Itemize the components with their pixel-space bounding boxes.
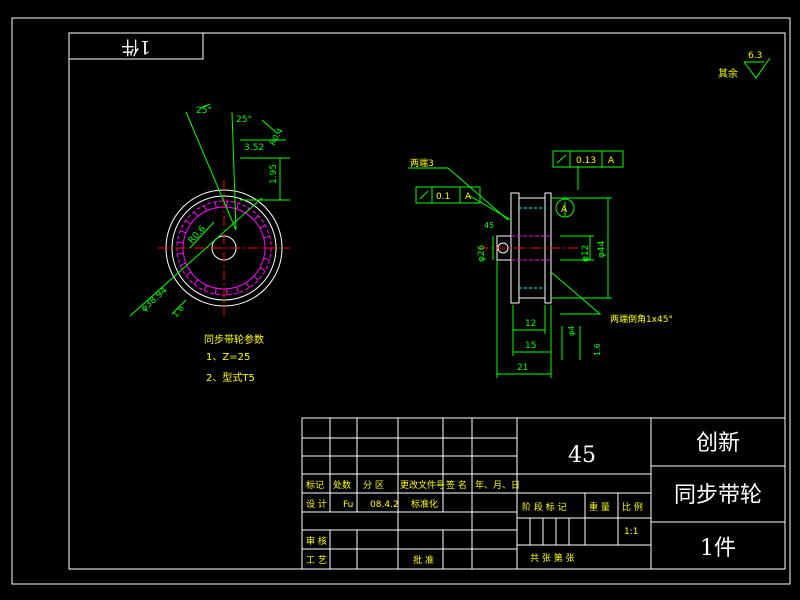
material: 45 (568, 443, 596, 468)
dim-small2: 1.6 (593, 343, 602, 356)
title-block-header-3: 更改文件号 (400, 479, 445, 491)
params-item-2: 2、型式T5 (206, 371, 255, 384)
process-label: 工 艺 (306, 555, 327, 566)
tooth-mark (259, 224, 266, 229)
tolerance-frame-runout (415, 186, 481, 204)
tooth-mark (236, 286, 239, 293)
dim-small: φ4 (567, 326, 576, 336)
front-view (129, 103, 290, 317)
tooth-mark (177, 241, 184, 244)
note-chamfer: 两端倒角1x45° (610, 313, 673, 325)
standardization-label: 标准化 (411, 498, 438, 510)
tooth-mark (203, 205, 207, 212)
dim-r-small: R0.4 (268, 127, 285, 147)
dim-outer-dia: φ38.94 (139, 285, 169, 314)
title-block-header-2: 分 区 (363, 480, 384, 491)
tooth-mark (193, 279, 199, 285)
title-block-header-4: 签 名 (446, 479, 467, 491)
design-date: 08.4.2 (370, 500, 399, 510)
tolerance-frame-flatness (552, 150, 624, 168)
tooth-mark (177, 252, 184, 255)
tol-runout-value: 0.1 (436, 192, 450, 202)
surface-roughness-symbol (743, 57, 771, 79)
title-block-header-1: 处数 (333, 479, 351, 491)
quantity: 1件 (700, 536, 736, 561)
dim-tooth-width: 3.52 (244, 143, 264, 153)
note-crimp: 两端3 (410, 157, 434, 169)
tooth-mark (253, 275, 259, 281)
scale-value: 1:1 (624, 527, 638, 537)
tooth-mark (259, 267, 266, 272)
datum-label: A (561, 205, 568, 215)
tooth-mark (214, 201, 217, 208)
roughness-label: 其余 (718, 67, 738, 80)
dim-radius: R0.6 (187, 224, 208, 246)
dim-chamfer: 1.6 (171, 304, 186, 319)
tooth-mark (180, 262, 187, 266)
review-label: 审 核 (306, 535, 327, 547)
designer: Fu (343, 500, 353, 510)
tooth-mark (185, 219, 192, 225)
dim-angle-2: 25° (236, 115, 252, 125)
tooth-mark (180, 230, 187, 234)
title-block-header-5: 年、月、日 (475, 479, 520, 491)
roughness-value: 6.3 (748, 51, 762, 61)
tol-runout-datum: A (465, 192, 472, 202)
dim-15: 15 (525, 341, 536, 351)
title-block-headers: 标记处数 分 区 更改文件号签 名年、月、日 (306, 479, 520, 491)
sheets-label: 共 张 第 张 (530, 552, 575, 564)
tooth-mark (245, 282, 250, 288)
approve-label: 批 准 (413, 554, 434, 566)
dim-tooth-height: 1.95 (269, 164, 279, 184)
tooth-mark (263, 235, 270, 239)
title-block-header-0: 标记 (306, 479, 324, 491)
part-name: 同步带轮 (674, 483, 762, 508)
tol-flatness-datum: A (608, 156, 615, 166)
tol-flatness-value: 0.13 (576, 156, 596, 166)
scale-label: 比 例 (622, 501, 643, 513)
title-block (301, 417, 786, 570)
params-title: 同步带轮参数 (204, 333, 264, 346)
dim-od: φ44 (597, 240, 607, 258)
tooth-mark (203, 284, 207, 291)
dim-chamfer-marker: 45 (484, 221, 494, 230)
company: 创新 (696, 431, 740, 456)
tooth-mark (263, 257, 270, 261)
datum-marker (555, 198, 575, 218)
dim-angle-1: 25° (196, 106, 212, 116)
dim-left-dia: φ26 (477, 244, 487, 262)
design-label: 设 计 (306, 498, 327, 510)
dim-bore: φ12 (581, 245, 591, 262)
tooth-mark (185, 271, 192, 277)
tooth-mark (214, 288, 217, 295)
tooth-mark (193, 211, 199, 217)
corner-label-box (68, 32, 204, 60)
corner-label: 1件 (121, 36, 150, 57)
outer-frame (11, 17, 791, 585)
stage-label: 阶 段 标 记 (522, 501, 567, 513)
side-view (408, 166, 612, 378)
dim-12: 12 (525, 319, 536, 329)
tooth-mark (253, 215, 259, 221)
dim-21: 21 (517, 363, 528, 373)
weight-label: 重 量 (589, 501, 610, 513)
tooth-mark (236, 203, 239, 210)
params-item-1: 1、Z=25 (206, 352, 250, 363)
